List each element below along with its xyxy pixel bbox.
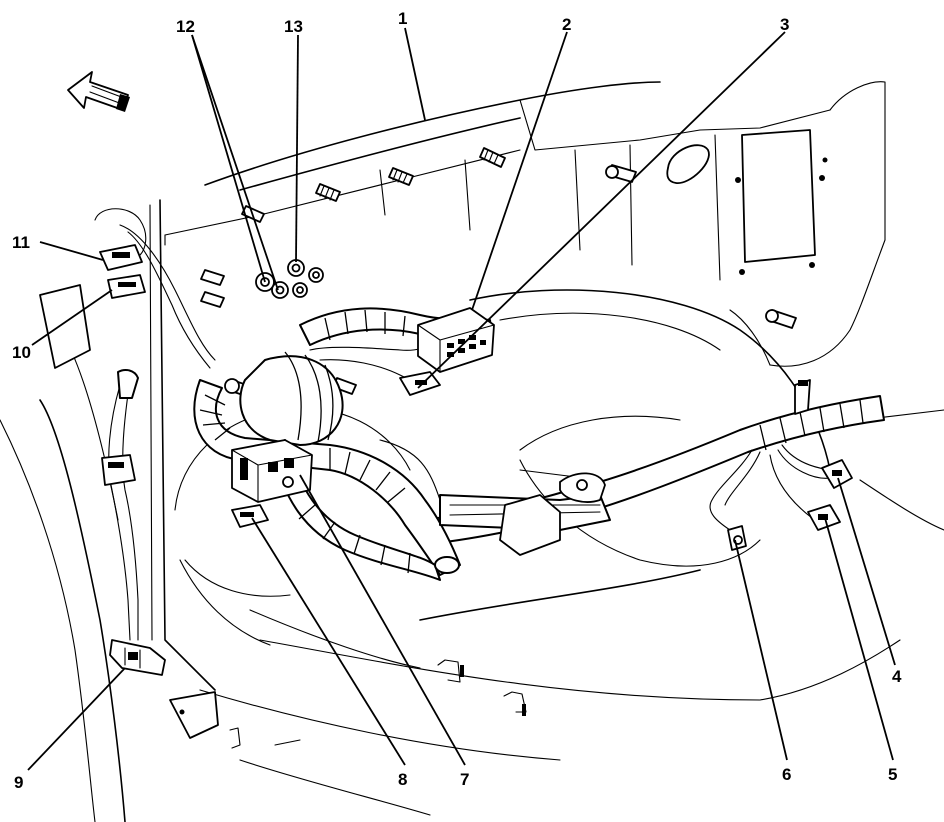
- inline-connector: [101, 454, 136, 486]
- harness-connector-3: [399, 371, 441, 396]
- callout-1: 1: [398, 9, 407, 28]
- mounting-studs: [200, 147, 797, 401]
- callout-7: 7: [460, 770, 469, 789]
- fuse-relay-block: [417, 307, 495, 373]
- stud-icon: [479, 147, 506, 168]
- harness-retainer: [499, 494, 561, 556]
- callout-4: 4: [892, 667, 902, 686]
- stud-icon: [200, 269, 225, 286]
- stud-icon: [605, 164, 637, 183]
- connector-5: [807, 504, 841, 531]
- callout-labels: 1 2 3 4 5 6 7 8 9 10 11 12 13: [12, 9, 902, 792]
- callout-13: 13: [284, 17, 303, 36]
- connector-9: [109, 639, 166, 676]
- callout-12: 12: [176, 17, 195, 36]
- vehicle-body-outline: [0, 81, 944, 822]
- stud-icon: [315, 183, 341, 202]
- callout-leaders: [27, 27, 896, 771]
- connector-11: [99, 244, 143, 271]
- front-direction-arrow-icon: [67, 71, 130, 112]
- main-wiring-harness: [108, 224, 885, 641]
- callout-5: 5: [888, 765, 897, 784]
- stud-icon: [388, 167, 414, 186]
- main-connector-block: [231, 439, 313, 503]
- callout-9: 9: [14, 773, 23, 792]
- connector-bracket-8: [231, 504, 269, 528]
- callout-11: 11: [12, 233, 30, 252]
- grommet-nuts: [255, 259, 324, 299]
- connector-4: [821, 459, 853, 489]
- callout-3: 3: [780, 15, 789, 34]
- callout-10: 10: [12, 343, 31, 362]
- stud-icon: [765, 309, 797, 329]
- stud-icon: [200, 291, 225, 308]
- connector-10: [107, 274, 146, 299]
- harness-bracket: [794, 379, 811, 415]
- callout-8: 8: [398, 770, 407, 789]
- callout-2: 2: [562, 15, 571, 34]
- callout-6: 6: [782, 765, 791, 784]
- harness-clip: [559, 472, 606, 503]
